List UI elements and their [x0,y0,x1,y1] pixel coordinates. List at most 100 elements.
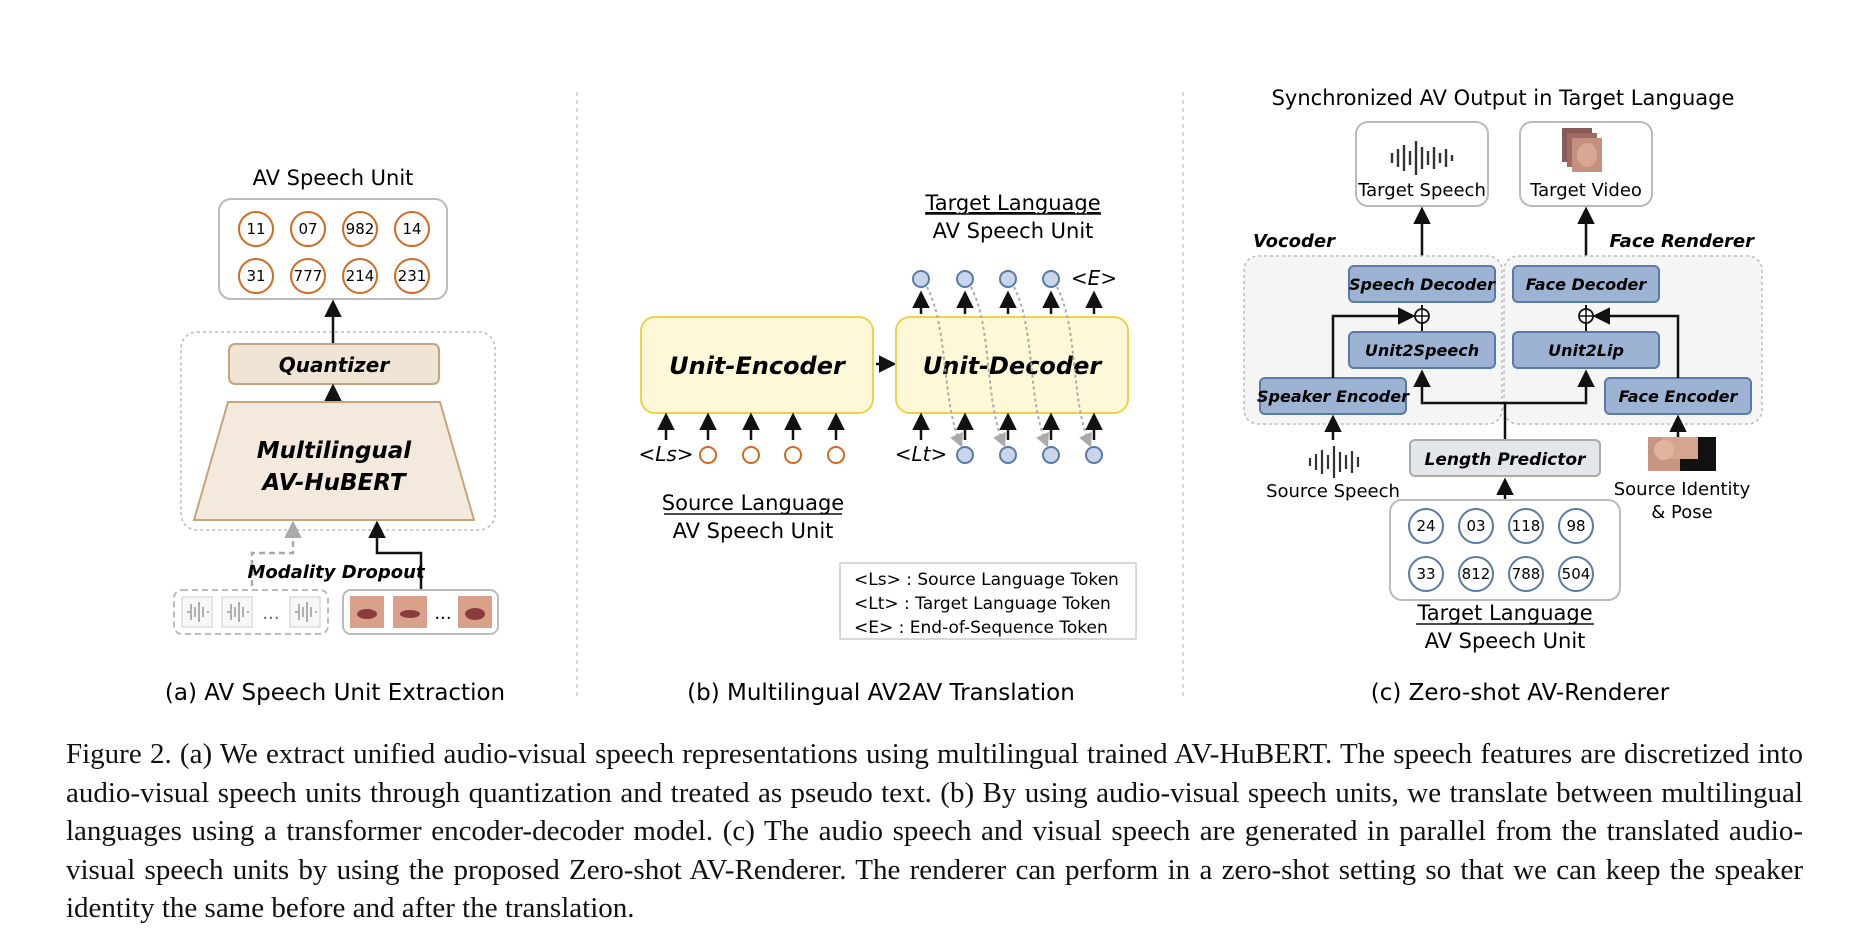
unit-circle [1558,556,1594,592]
audio-ellipsis: ... [262,603,279,624]
unit-circle [342,258,378,294]
target-unit-input-token [1085,446,1103,464]
speaker-to-add-arrow [1331,307,1416,378]
target-speech-label: Target Speech [1357,180,1486,201]
waveform-icon [1390,141,1454,175]
panel-c: Synchronized AV Output in Target Languag… [1243,86,1763,706]
unit2lip-box [1512,331,1660,369]
unit-value: 118 [1512,517,1541,535]
source-unit-token [699,446,717,464]
length-predictor-label: Length Predictor [1425,450,1588,470]
source-token: <Ls> [638,442,693,466]
figure-caption: Figure 2. (a) We extract unified audio-v… [66,735,1803,928]
caption-a: (a) AV Speech Unit Extraction [165,680,505,706]
length-to-unit2speech-arrow [1413,369,1507,440]
target-language-label: Target Language [924,191,1100,215]
hubert-line1: Multilingual [257,438,413,464]
target-unit-label: AV Speech Unit [933,219,1094,243]
caption-b: (b) Multilingual AV2AV Translation [687,680,1075,706]
target-unit-input-token [1042,446,1060,464]
autoregressive-feedback-arrow [970,286,1006,448]
eos-token: <E> [1071,266,1117,290]
unit-box [218,198,448,300]
figure-caption-text: (a) We extract unified audio-visual spee… [66,738,1803,924]
hubert-line2: AV-HuBERT [260,470,407,496]
token-shapes [657,270,1103,464]
audio-frames [181,596,321,628]
unit-circle [1408,508,1444,544]
vocoder-label: Vocoder [1253,231,1336,252]
face-decoder-box [1512,265,1660,303]
quantizer-label: Quantizer [279,353,391,377]
source-speech-label: Source Speech [1266,481,1400,502]
unit-circle [1508,556,1544,592]
unit-circle [1408,556,1444,592]
face-renderer-label: Face Renderer [1609,231,1755,252]
unit-circle [1458,508,1494,544]
speaker-encoder-label: Speaker Encoder [1257,387,1410,406]
unit-circle [394,258,430,294]
legend-source: <Ls> : Source Language Token [854,570,1119,590]
unit-value: 07 [298,220,317,238]
source-language-label: Source Language [662,491,844,515]
figure-label: Figure 2. [66,738,172,770]
source-unit-token [827,446,845,464]
target-unit-output-token [999,270,1017,288]
face-decoder-label: Face Decoder [1526,275,1648,294]
av-output-title: Synchronized AV Output in Target Languag… [1272,86,1735,110]
unit-value: 812 [1462,565,1491,583]
panel-b: Target Language AV Speech Unit Unit-Enco… [638,191,1137,706]
target-unit-output-token [956,270,974,288]
unit-value: 98 [1566,517,1585,535]
target-unit-output-token [1042,270,1060,288]
unit-value: 231 [398,267,427,285]
target-unit-output-token [912,270,930,288]
face-to-add-arrow [1592,307,1680,378]
length-predictor-box [1409,439,1601,477]
face-encoder-label: Face Encoder [1619,387,1739,406]
unit-value: 33 [1416,565,1435,583]
av-speech-unit-title: AV Speech Unit [253,166,414,190]
unit2lip-label: Unit2Lip [1548,341,1624,360]
unit-value: 214 [346,267,375,285]
autoregressive-feedback-arrow [926,286,963,448]
legend-target: <Lt> : Target Language Token [854,594,1111,614]
unit-decoder-label: Unit-Decoder [923,352,1104,380]
unit-circle [1508,508,1544,544]
face-frames-icon [1562,128,1602,172]
unit-value: 03 [1466,517,1485,535]
target-unit-input-token [956,446,974,464]
source-identity-line1: Source Identity [1614,479,1751,500]
token-legend [839,562,1137,640]
unit-value: 504 [1562,565,1591,583]
legend-eos: <E> : End-of-Sequence Token [854,618,1108,638]
extractor-group [180,331,496,531]
unit-circle [1458,556,1494,592]
source-unit-token [742,446,760,464]
target-language-label-c: Target Language [1416,601,1592,625]
modality-dropout-label: Modality Dropout [247,562,426,583]
unit-value: 31 [246,267,265,285]
unit-circle [1558,508,1594,544]
target-unit-input-token [999,446,1017,464]
source-unit-token [784,446,802,464]
target-unit-label-c: AV Speech Unit [1425,629,1586,653]
unit-value: 14 [402,220,421,238]
unit-encoder-label: Unit-Encoder [669,352,847,380]
av-hubert-box [192,401,476,521]
source-face-icon [1648,437,1716,471]
target-video-label: Target Video [1529,180,1642,201]
caption-c: (c) Zero-shot AV-Renderer [1371,680,1670,706]
unit-circle [342,211,378,247]
unit-value: 777 [294,267,323,285]
unit-circle [290,258,326,294]
video-ellipsis: ... [434,603,451,624]
unit-value: 24 [1416,517,1435,535]
speech-decoder-label: Speech Decoder [1349,275,1496,294]
source-unit-label: AV Speech Unit [673,519,834,543]
source-speech-waveform-icon [1308,446,1360,478]
unit-circle [394,211,430,247]
